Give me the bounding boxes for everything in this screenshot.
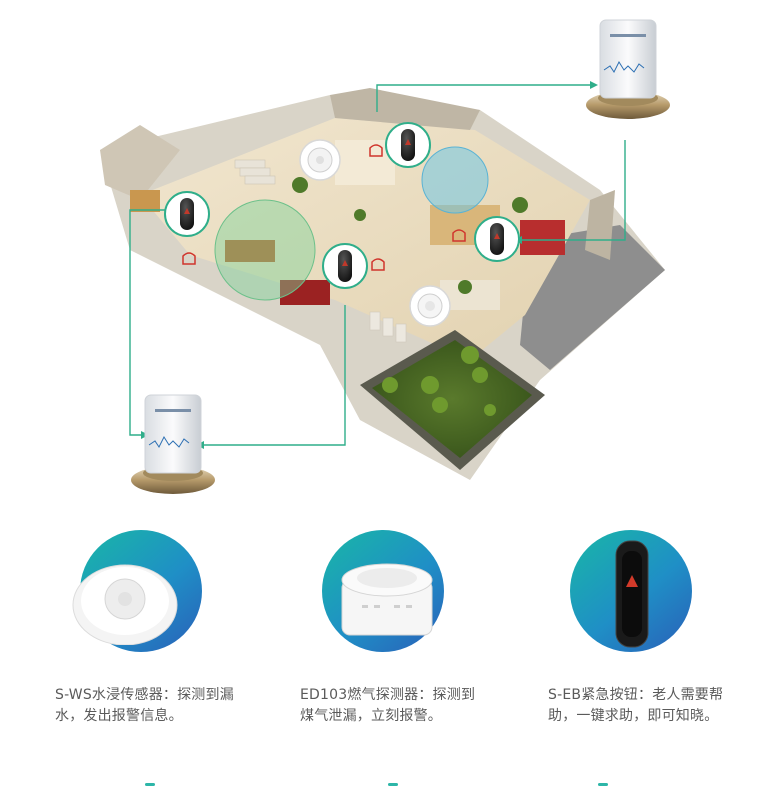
gateway-hub-icon	[586, 19, 670, 119]
press-hand-icon	[182, 144, 466, 271]
emergency-button-icon[interactable]	[385, 122, 431, 168]
coverage-zone-green	[214, 199, 316, 301]
emergency-button-icon[interactable]	[164, 191, 210, 237]
smoke-sensor-icon[interactable]	[299, 139, 341, 181]
gas-detector-icon	[341, 563, 433, 636]
emergency-button-icon	[615, 540, 649, 648]
emergency-button-icon[interactable]	[474, 216, 520, 262]
divider-mark	[388, 783, 398, 786]
gas-detector-icon[interactable]	[409, 285, 451, 327]
product-cards: S-WS水浸传感器：探测到漏水，发出报警信息。 ED103燃气探测器：探测到煤气…	[0, 525, 780, 790]
coverage-zone-blue	[421, 146, 489, 214]
product-desc: S-EB紧急按钮：老人需要帮助，一键求助，即可知晓。	[548, 687, 724, 724]
emergency-button-icon[interactable]	[322, 243, 368, 289]
water-sensor-icon	[72, 564, 178, 645]
smart-home-scene	[100, 19, 670, 494]
divider-mark	[145, 783, 155, 786]
divider-mark	[598, 783, 608, 786]
product-desc: ED103燃气探测器：探测到煤气泄漏，立刻报警。	[300, 687, 476, 724]
product-desc: S-WS水浸传感器：探测到漏水，发出报警信息。	[55, 687, 234, 724]
gateway-hub-icon	[131, 394, 215, 494]
link-lines	[129, 84, 626, 446]
